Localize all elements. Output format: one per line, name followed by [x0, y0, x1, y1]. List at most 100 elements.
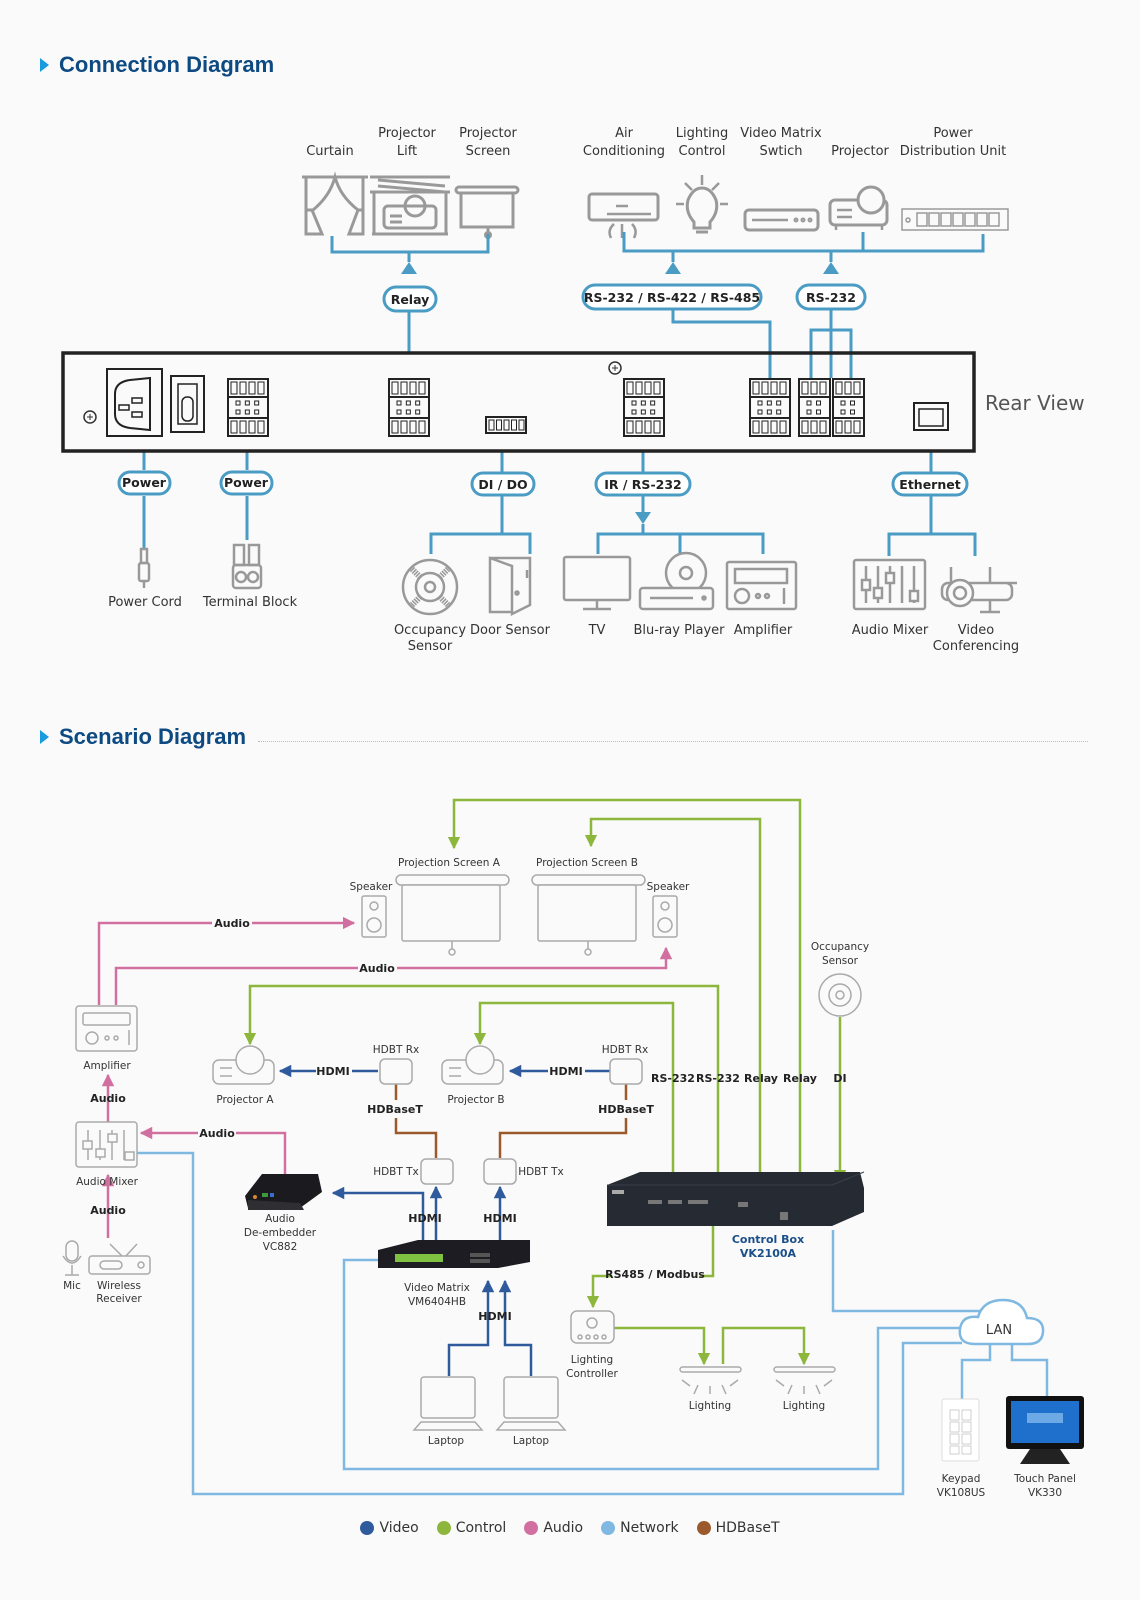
link-label-hdmi: HDMI — [483, 1212, 516, 1225]
audio-mixer-icon — [75, 1121, 138, 1168]
link-label-hdbaset: HDBaseT — [598, 1103, 654, 1116]
control-box-rear-panel — [61, 351, 976, 453]
label-wireless-1: Wireless — [97, 1280, 141, 1292]
legend-dot — [696, 1521, 711, 1535]
svg-text:Relay: Relay — [391, 292, 430, 307]
control-box-vk2100a-icon — [607, 1171, 865, 1226]
connection-diagram-title: Connection Diagram — [40, 52, 274, 78]
label-amplifier: Amplifier — [734, 623, 793, 638]
label-terminal-block: Terminal Block — [202, 595, 298, 610]
svg-text:RS-232 / RS-422 / RS-485: RS-232 / RS-422 / RS-485 — [584, 290, 760, 305]
legend-item-hdbaset: HDBaseT — [696, 1520, 780, 1536]
link-label-rs485-modbus: RS485 / Modbus — [605, 1268, 705, 1281]
video-conferencing-icon — [940, 567, 1017, 614]
label-laptop-2: Laptop — [513, 1435, 549, 1447]
amplifier-icon — [725, 560, 798, 611]
label-speaker-right: Speaker — [647, 881, 690, 893]
label-video-conf-2: Conferencing — [933, 639, 1019, 654]
legend-item-video: Video — [360, 1520, 419, 1536]
label-air-1: Air — [615, 126, 634, 141]
hdbt-rx-a-icon — [379, 1058, 413, 1085]
label-hdbt-tx-b: HDBT Tx — [518, 1166, 564, 1178]
label-power-cord: Power Cord — [108, 595, 182, 610]
svg-text:Ethernet: Ethernet — [899, 477, 960, 492]
link-label-audio: Audio — [90, 1092, 126, 1105]
label-video-matrix-2: VM6404HB — [408, 1296, 466, 1308]
top-device-labels: Curtain Projector Lift Projector Screen … — [306, 126, 1006, 159]
projector-a-icon — [212, 1045, 275, 1085]
label-lighting-1: Lighting — [676, 126, 729, 141]
label-pdu-1: Power — [933, 126, 973, 141]
label-deembedder-1: Audio — [265, 1213, 295, 1225]
label-touch-panel-2: VK330 — [1028, 1487, 1062, 1499]
touch-panel-vk330-icon — [1006, 1396, 1084, 1464]
label-audio-mixer: Audio Mixer — [852, 623, 929, 638]
label-hdbt-rx-a: HDBT Rx — [373, 1044, 419, 1056]
air-conditioner-icon — [587, 192, 660, 239]
power-cord-icon — [137, 547, 151, 588]
legend-dot — [360, 1521, 375, 1535]
label-occupancy-2: Sensor — [408, 639, 453, 654]
label-curtain: Curtain — [306, 144, 354, 159]
arrow-down-ir — [635, 512, 651, 524]
port-pill-relay: Relay — [382, 285, 438, 313]
network-lines — [137, 1151, 1049, 1496]
pdu-icon — [901, 208, 1009, 231]
label-video-conf-1: Video — [958, 623, 994, 638]
screw-icon — [608, 361, 622, 375]
port-pill-ethernet: Ethernet — [891, 471, 969, 497]
label-tv: TV — [588, 623, 606, 638]
arrow-up-relay — [401, 262, 417, 274]
link-label-audio: Audio — [214, 917, 250, 930]
bluray-player-icon — [638, 551, 715, 611]
label-door-sensor: Door Sensor — [470, 623, 551, 638]
ground-screw-icon — [83, 410, 97, 424]
projector-icon — [828, 185, 889, 230]
label-lighting-2: Control — [679, 144, 726, 159]
terminal-block-connector — [749, 378, 791, 437]
mic-icon — [62, 1240, 82, 1276]
video-lines — [280, 1071, 610, 1376]
terminal-blocks — [227, 378, 865, 437]
audio-lines — [97, 923, 666, 1238]
wireless-receiver-icon — [88, 1243, 151, 1275]
occupancy-sensor-icon — [401, 558, 459, 616]
title-divider — [258, 741, 1088, 742]
svg-text:DI / DO: DI / DO — [478, 477, 527, 492]
label-projector-b: Projector B — [447, 1094, 504, 1106]
port-pill-rs232-422-485: RS-232 / RS-422 / RS-485 — [581, 283, 763, 311]
label-projection-screen-a: Projection Screen A — [398, 857, 501, 869]
label-projector-screen-1: Projector — [459, 126, 517, 141]
link-label-hdmi: HDMI — [549, 1065, 582, 1078]
label-bluray: Blu-ray Player — [633, 623, 725, 638]
keypad-vk108us-icon — [941, 1398, 980, 1462]
lighting-fixture-icon — [773, 1366, 836, 1395]
label-lan: LAN — [986, 1323, 1012, 1338]
link-label-audio: Audio — [90, 1204, 126, 1217]
arrow-up-serial — [665, 262, 681, 274]
ethernet-port-icon — [913, 402, 949, 431]
port-pill-power-2: Power — [219, 470, 274, 496]
label-audio-mixer: Audio Mixer — [76, 1176, 139, 1188]
label-vmatrix-2: Swtich — [760, 144, 803, 159]
link-labels: Audio Audio Audio Audio Audio HDMI HDMI … — [90, 917, 846, 1323]
link-label-relay: Relay — [783, 1072, 817, 1085]
label-occupancy-2: Sensor — [822, 955, 859, 967]
port-pill-rs232: RS-232 — [795, 283, 867, 311]
link-label-relay: Relay — [744, 1072, 778, 1085]
dido-connector — [485, 416, 527, 434]
terminal-block-icon — [231, 543, 263, 590]
label-control-box-2: VK2100A — [740, 1247, 797, 1260]
projection-screen-b-icon — [531, 874, 646, 956]
tv-icon — [562, 555, 632, 611]
legend-dot — [601, 1521, 616, 1535]
label-wireless-2: Receiver — [96, 1293, 142, 1305]
label-lighting-1: Lighting — [689, 1400, 731, 1412]
label-touch-panel-1: Touch Panel — [1013, 1473, 1076, 1485]
link-label-hdmi: HDMI — [478, 1310, 511, 1323]
svg-text:IR / RS-232: IR / RS-232 — [604, 477, 681, 492]
label-video-matrix-1: Video Matrix — [404, 1282, 470, 1294]
triangle-bullet-icon — [40, 58, 49, 72]
terminal-block-connector — [798, 378, 831, 437]
